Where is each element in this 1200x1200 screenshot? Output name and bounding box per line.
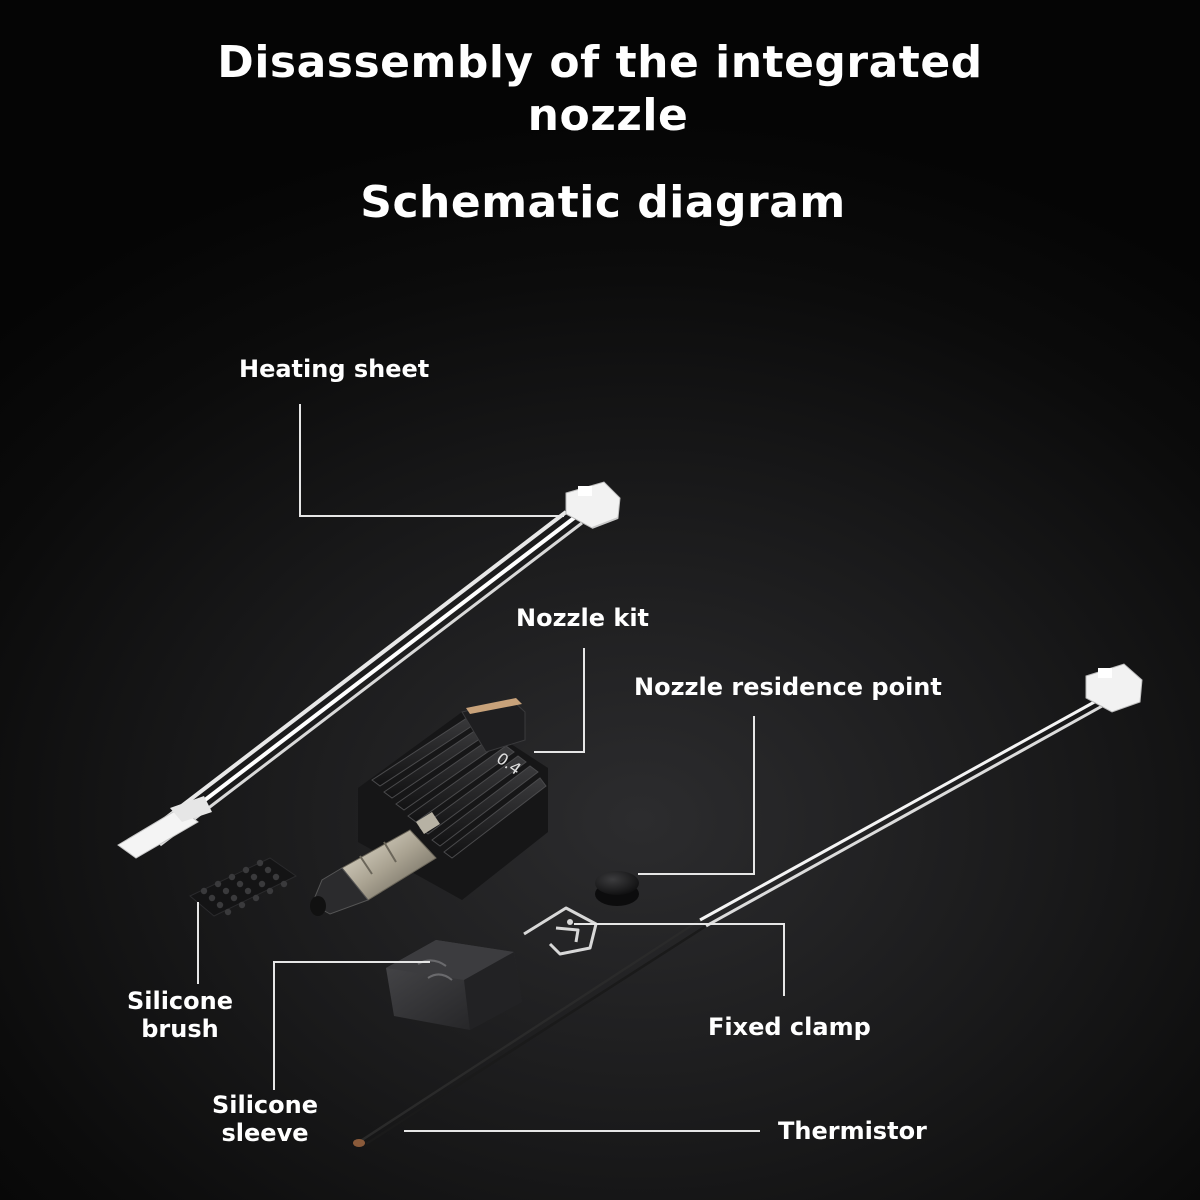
heating-sheet-element (117, 796, 212, 859)
label-silicone-brush-line-1: Silicone (126, 987, 234, 1015)
heating-sheet-wire (117, 481, 621, 859)
silicone-sleeve (386, 940, 522, 1030)
nozzle-kit: 0.4 (310, 698, 548, 916)
title-line-2: nozzle (527, 90, 689, 141)
heatsink-fins (371, 715, 547, 859)
subtitle: Schematic diagram (360, 177, 846, 228)
leader-fixed-clamp (574, 923, 785, 996)
fixed-clamp (523, 906, 598, 956)
label-thermistor: Thermistor (778, 1117, 927, 1145)
leader-silicone-sleeve (273, 961, 430, 1090)
thermistor-wire (353, 663, 1143, 1147)
silicone-brush (189, 857, 297, 917)
label-fixed-clamp: Fixed clamp (708, 1013, 871, 1041)
nozzle-tip (310, 812, 440, 916)
leader-residence-point (638, 716, 755, 875)
label-silicone-sleeve: Silicone sleeve (209, 1091, 321, 1147)
nozzle-residence-puck (595, 871, 639, 906)
heating-sheet-connector (565, 481, 621, 529)
label-nozzle-residence-point: Nozzle residence point (634, 673, 942, 701)
leader-nozzle-kit (534, 648, 585, 753)
label-silicone-brush-line-2: brush (141, 1015, 219, 1043)
label-nozzle-kit: Nozzle kit (516, 604, 650, 632)
label-silicone-sleeve-line-1: Silicone (211, 1091, 319, 1119)
leader-lines (197, 404, 785, 1132)
leader-heating-sheet (299, 404, 564, 517)
title-line-1: Disassembly of the integrated (217, 37, 983, 88)
thermistor-bead (353, 1139, 365, 1147)
thermistor-connector (1085, 663, 1143, 713)
label-silicone-sleeve-line-2: sleeve (221, 1119, 309, 1147)
label-silicone-brush: Silicone brush (124, 987, 236, 1043)
label-heating-sheet: Heating sheet (239, 355, 430, 383)
